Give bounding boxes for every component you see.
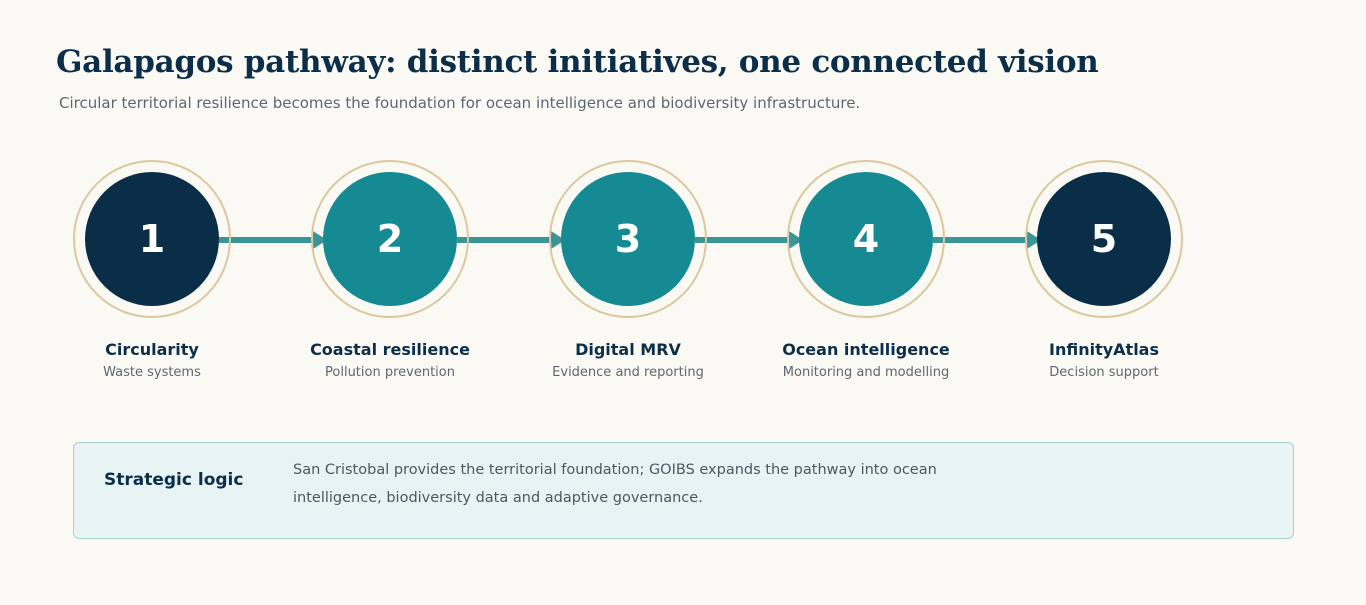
step-label: Ocean intelligence: [782, 340, 950, 359]
step-ring: 3: [549, 160, 707, 318]
page-title: Galapagos pathway: distinct initiatives,…: [56, 44, 1099, 80]
step-number-badge: 3: [561, 172, 695, 306]
step-sublabel: Pollution prevention: [325, 365, 455, 380]
step-number-badge: 1: [85, 172, 219, 306]
step-ring: 2: [311, 160, 469, 318]
step-number-badge: 4: [799, 172, 933, 306]
step-number-badge: 5: [1037, 172, 1171, 306]
step-label: InfinityAtlas: [1049, 340, 1159, 359]
step-ring: 5: [1025, 160, 1183, 318]
step-infinityatlas: 5 InfinityAtlas Decision support: [994, 160, 1214, 380]
step-circularity: 1 Circularity Waste systems: [42, 160, 262, 380]
step-label: Digital MRV: [575, 340, 681, 359]
strategic-logic-text: San Cristobal provides the territorial f…: [293, 462, 937, 506]
step-ring: 1: [73, 160, 231, 318]
step-coastal-resilience: 2 Coastal resilience Pollution preventio…: [280, 160, 500, 380]
step-digital-mrv: 3 Digital MRV Evidence and reporting: [518, 160, 738, 380]
strategic-logic-panel: Strategic logic San Cristobal provides t…: [73, 442, 1294, 539]
step-sublabel: Decision support: [1049, 365, 1159, 380]
step-label: Coastal resilience: [310, 340, 470, 359]
step-label: Circularity: [105, 340, 199, 359]
step-sublabel: Waste systems: [103, 365, 201, 380]
step-sublabel: Monitoring and modelling: [782, 365, 950, 380]
step-ring: 4: [787, 160, 945, 318]
step-ocean-intelligence: 4 Ocean intelligence Monitoring and mode…: [756, 160, 976, 380]
page-subtitle: Circular territorial resilience becomes …: [59, 94, 861, 112]
strategic-logic-label: Strategic logic: [104, 470, 244, 490]
step-sublabel: Evidence and reporting: [552, 365, 704, 380]
step-number-badge: 2: [323, 172, 457, 306]
